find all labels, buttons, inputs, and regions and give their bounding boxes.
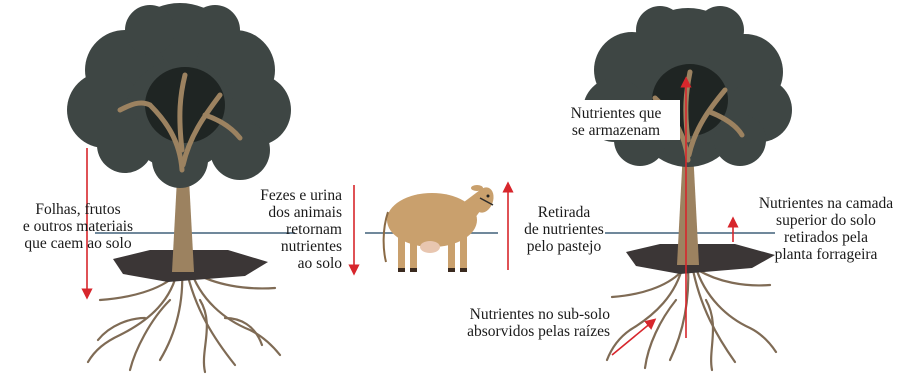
label-topsoil-nutrients: Nutrientes na camada superior do solo re… [758, 195, 894, 263]
cow-illustration [382, 185, 494, 272]
arrow-subsoil-diagonal [611, 318, 657, 356]
right-label-backdrop [560, 100, 680, 140]
left-branches [117, 72, 243, 173]
cow-ear [471, 185, 483, 191]
right-tree [560, 6, 792, 372]
cow-eye [486, 194, 490, 198]
cow-leg-back-1 [448, 235, 455, 271]
label-grazing-removal: Retirada de nutrientes pelo pastejo [524, 204, 604, 255]
label-falling-material: Folhas, frutos e outros materiais que ca… [22, 201, 134, 252]
left-roots [86, 266, 282, 374]
cow-body [387, 193, 477, 247]
cow-leg-back-2 [460, 235, 467, 271]
cow-leg-front-2 [410, 235, 417, 271]
cow-leg-front-1 [398, 235, 405, 271]
label-subsoil-nutrients: Nutrientes no sub-solo absorvidos pelas … [467, 306, 610, 340]
cow-udder [420, 241, 440, 253]
cow-tail [382, 211, 389, 263]
label-manure-return: Fezes e urina dos animais retornam nutri… [260, 187, 342, 272]
left-trunk [172, 160, 194, 272]
cow-halter [479, 197, 494, 206]
right-roots [605, 263, 778, 372]
left-tree [67, 3, 291, 374]
right-soil-layer [626, 244, 775, 274]
arrows [81, 76, 739, 356]
label-stored-nutrients: Nutrientes que se armazenam [570, 105, 662, 139]
right-trunk [677, 150, 699, 265]
cow-hooves [398, 268, 467, 272]
